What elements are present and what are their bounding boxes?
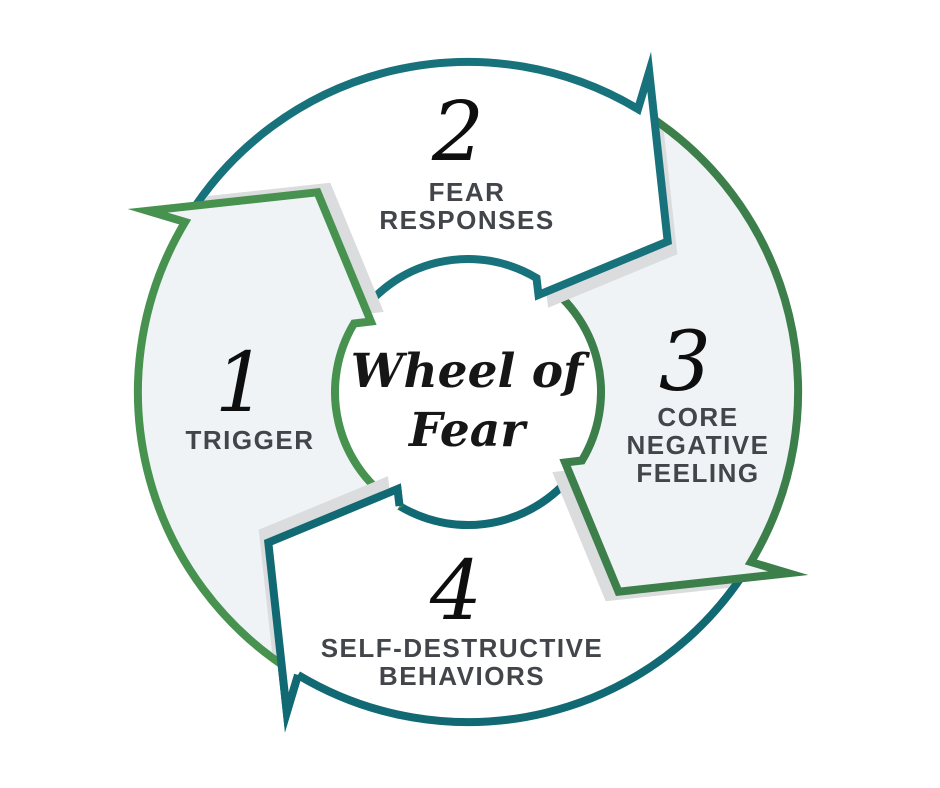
step-1-number: 1: [214, 336, 268, 431]
step-1-label-line: TRIGGER: [185, 425, 315, 455]
step-1-label: TRIGGER: [186, 426, 315, 454]
arrow-4-head-outline: [263, 483, 404, 733]
step-2-label-line: RESPONSES: [379, 205, 555, 235]
step-3-label-line: CORE: [657, 402, 739, 432]
step-4-label-line: BEHAVIORS: [378, 661, 546, 691]
center-title-line-1: Wheel of: [350, 344, 584, 399]
step-2-number: 2: [431, 85, 485, 180]
step-4-label-line: SELF-DESTRUCTIVE: [320, 633, 604, 663]
step-4-label: SELF-DESTRUCTIVE BEHAVIORS: [321, 634, 604, 690]
step-2-label-line: FEAR: [428, 177, 506, 207]
center-title-line-2: Fear: [409, 403, 525, 458]
step-3-label-line: FEELING: [636, 458, 760, 488]
step-4-number: 4: [429, 544, 483, 639]
center-title: Wheel of Fear: [351, 342, 584, 460]
arrow-4-head: [268, 489, 400, 713]
step-3-label-line: NEGATIVE: [626, 430, 770, 460]
step-3-number: 3: [658, 315, 712, 410]
step-3-label: CORE NEGATIVE FEELING: [627, 403, 770, 487]
step-2-label: FEAR RESPONSES: [379, 178, 554, 234]
